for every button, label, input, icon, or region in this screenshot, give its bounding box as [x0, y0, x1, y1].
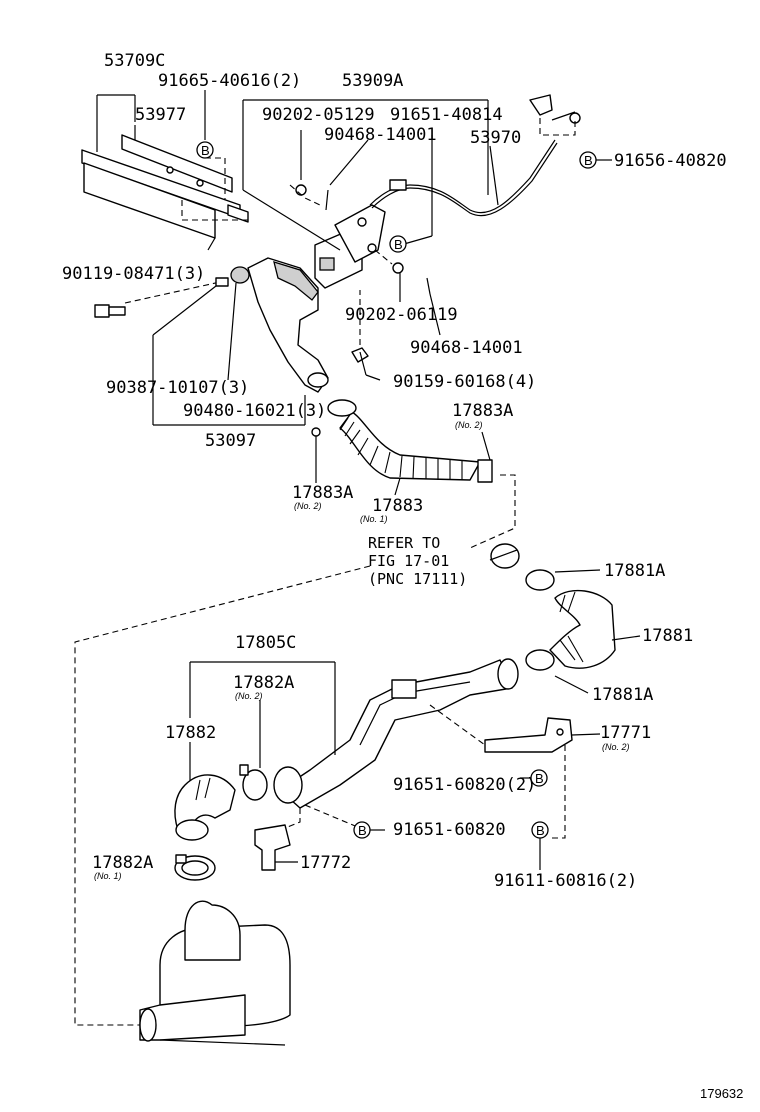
label-91651-40814: 91651-40814	[390, 105, 503, 125]
bolt-91651-60820	[304, 804, 385, 831]
air-cleaner	[139, 900, 291, 1046]
nut-90202-a	[289, 130, 321, 206]
bracket-17771	[429, 704, 601, 753]
svg-text:B: B	[584, 153, 593, 168]
bolt-symbol-91651-60820: B	[353, 821, 371, 839]
nut-90202-b	[374, 249, 404, 302]
bolt-symbol-91665: B	[196, 141, 214, 159]
leaders-53097	[152, 282, 306, 426]
bolt-symbol-91611: B	[531, 821, 549, 839]
cable-53970	[369, 94, 581, 217]
label-90387: 90387-10107(3)	[106, 378, 249, 398]
label-17881A-bot: 17881A	[592, 685, 653, 705]
refer-line-2: FIG 17-01	[368, 552, 449, 570]
label-17883A-bot: 17883A	[292, 483, 353, 503]
label-91651-60820-2: 91651-60820(2)	[393, 775, 536, 795]
refer-dashed-line	[74, 565, 371, 1026]
label-90468-14001-b: 90468-14001	[410, 338, 523, 358]
sub-17882A-bot: (No. 1)	[94, 871, 122, 881]
spring-90468-a	[325, 139, 369, 211]
label-90202-05129: 90202-05129	[262, 105, 375, 125]
clip-91651-a	[391, 135, 433, 251]
label-90119: 90119-08471(3)	[62, 264, 205, 284]
svg-text:B: B	[536, 823, 545, 838]
svg-text:B: B	[394, 237, 403, 252]
clamp-17882A-no1	[174, 854, 216, 881]
label-90468-14001-a: 90468-14001	[324, 125, 437, 145]
label-17882: 17882	[165, 723, 216, 743]
label-17881A-top: 17881A	[604, 561, 665, 581]
elbow-17882	[174, 764, 268, 841]
sub-17883A-top: (No. 2)	[455, 420, 483, 430]
label-90159: 90159-60168(4)	[393, 372, 536, 392]
bolt-90119	[94, 281, 221, 318]
svg-text:B: B	[201, 143, 210, 158]
hose-17883	[327, 399, 493, 483]
leaders-upper-left	[96, 90, 248, 221]
label-17883: 17883	[372, 496, 423, 516]
cushion-90480	[215, 266, 250, 287]
label-53709C: 53709C	[104, 51, 165, 71]
sub-17771: (No. 2)	[602, 742, 630, 752]
leaders-17883	[311, 427, 516, 549]
label-17883A-top: 17883A	[452, 401, 513, 421]
refer-line-1: REFER TO	[368, 534, 440, 552]
label-91665: 91665-40616(2)	[158, 71, 301, 91]
spring-90468-b	[426, 277, 441, 336]
figure-id: 179632	[700, 1086, 743, 1101]
label-17771: 17771	[600, 723, 651, 743]
link-plate-53909A	[314, 204, 386, 289]
label-17772: 17772	[300, 853, 351, 873]
label-53909A: 53909A	[342, 71, 403, 91]
hose-17881	[489, 543, 641, 694]
label-17805C: 17805C	[235, 633, 296, 653]
sub-17883A-bot: (No. 2)	[294, 501, 322, 511]
bolt-90159	[351, 290, 381, 381]
bolt-symbol-91656: B	[579, 151, 597, 169]
label-90202-06119: 90202-06119	[345, 305, 458, 325]
bracket-53977	[81, 134, 249, 251]
bracket-53097	[247, 257, 329, 393]
sub-17882A-top: (No. 2)	[235, 691, 263, 701]
label-17881: 17881	[642, 626, 693, 646]
svg-text:B: B	[535, 771, 544, 786]
label-91656: 91656-40820	[614, 151, 727, 171]
label-90480: 90480-16021(3)	[183, 401, 326, 421]
label-91651-60820: 91651-60820	[393, 820, 506, 840]
refer-line-3: (PNC 17111)	[368, 570, 467, 588]
label-91611: 91611-60816(2)	[494, 871, 637, 891]
label-53970: 53970	[470, 128, 521, 148]
sub-17883: (No. 1)	[360, 514, 388, 524]
label-53977: 53977	[135, 105, 186, 125]
label-53097: 53097	[205, 431, 256, 451]
label-17882A-bot: 17882A	[92, 853, 153, 873]
bolt-91611	[539, 745, 566, 870]
svg-text:B: B	[358, 823, 367, 838]
bolt-symbol-91651-a: B	[389, 235, 407, 253]
label-17882A-top: 17882A	[233, 673, 294, 693]
bolt-symbol-91651-60820-2: B	[530, 769, 548, 787]
leaders-53909A	[242, 99, 489, 251]
pipe-17805C	[273, 658, 519, 809]
bracket-17772	[254, 808, 301, 871]
